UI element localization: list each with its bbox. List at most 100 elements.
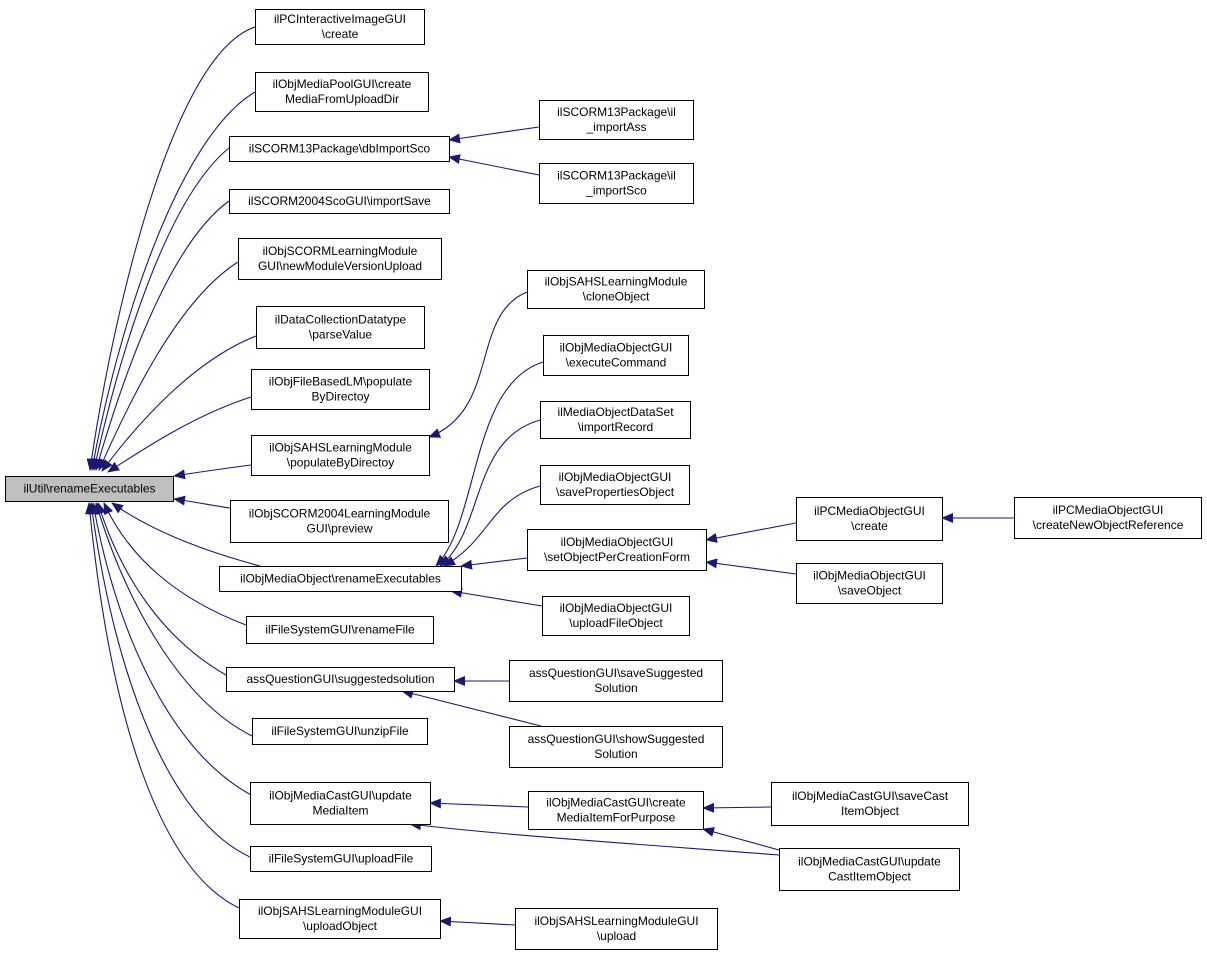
node-box[interactable] <box>539 100 694 140</box>
node-box[interactable] <box>542 596 690 636</box>
node-label-line: \executeCommand <box>566 356 667 370</box>
node-label-line: Solution <box>594 747 637 761</box>
node-label-line: ilObjSCORMLearningModule <box>263 244 418 258</box>
node-box[interactable] <box>251 369 430 410</box>
node-box[interactable] <box>238 238 442 280</box>
edge-arrow <box>87 502 251 858</box>
node-sahsUpload[interactable]: ilObjSAHSLearningModuleGUI\upload <box>515 908 718 950</box>
node-moSaveProps[interactable]: ilObjMediaObjectGUI\savePropertiesObject <box>540 465 690 505</box>
node-assSugg[interactable]: assQuestionGUI\suggestedsolution <box>226 667 455 692</box>
node-label-line: \createNewObjectReference <box>1033 518 1184 532</box>
node-pcInteractive[interactable]: ilPCInteractiveImageGUI\create <box>255 9 425 45</box>
edge-arrow <box>96 502 227 676</box>
node-box[interactable] <box>5 476 174 502</box>
node-box[interactable] <box>230 500 449 543</box>
node-label-line: ilSCORM2004ScoGUI\importSave <box>248 194 431 208</box>
node-box[interactable] <box>219 566 462 592</box>
node-box[interactable] <box>540 465 690 505</box>
edge-mcUpdateMedia-to-root <box>90 502 262 801</box>
edge-arrow <box>88 91 256 471</box>
node-scorm13db[interactable]: ilSCORM13Package\dbImportSco <box>229 136 450 162</box>
node-label-line: ilObjMediaObjectGUI <box>561 535 674 549</box>
node-box[interactable] <box>252 718 428 745</box>
node-box[interactable] <box>255 72 429 112</box>
node-sahsUploadObj[interactable]: ilObjSAHSLearningModuleGUI\uploadObject <box>239 899 441 939</box>
node-moDataSet[interactable]: ilMediaObjectDataSet\importRecord <box>540 401 691 439</box>
node-fsRename[interactable]: ilFileSystemGUI\renameFile <box>246 616 434 644</box>
node-label-line: assQuestionGUI\saveSuggested <box>529 666 703 680</box>
node-box[interactable] <box>796 497 943 541</box>
node-box[interactable] <box>250 782 431 825</box>
node-box[interactable] <box>539 163 694 204</box>
node-moSetPer[interactable]: ilObjMediaObjectGUI\setObjectPerCreation… <box>527 529 707 571</box>
node-label-line: ilPCMediaObjectGUI <box>814 504 925 518</box>
node-moExec[interactable]: ilObjMediaObjectGUI\executeCommand <box>543 335 689 376</box>
node-box[interactable] <box>528 791 704 830</box>
node-scorm2004sco[interactable]: ilSCORM2004ScoGUI\importSave <box>229 189 450 214</box>
node-label-line: ilMediaObjectDataSet <box>557 405 674 419</box>
node-mediaObjRename[interactable]: ilObjMediaObject\renameExecutables <box>219 566 462 592</box>
node-sahsClone[interactable]: ilObjSAHSLearningModule\cloneObject <box>527 270 705 309</box>
node-fileBasedLM[interactable]: ilObjFileBasedLM\populateByDirectoy <box>251 369 430 410</box>
node-box[interactable] <box>255 9 425 45</box>
node-label-line: ilFileSystemGUI\unzipFile <box>271 724 409 738</box>
node-box[interactable] <box>250 846 432 872</box>
node-label-line: ilObjMediaObjectGUI <box>559 470 672 484</box>
node-fsUpload[interactable]: ilFileSystemGUI\uploadFile <box>250 846 432 872</box>
edge-arrow <box>450 587 543 607</box>
node-mediaPool[interactable]: ilObjMediaPoolGUI\createMediaFromUploadD… <box>255 72 429 112</box>
node-moSaveObj[interactable]: ilObjMediaObjectGUI\saveObject <box>796 563 943 604</box>
node-box[interactable] <box>239 899 441 939</box>
node-box[interactable] <box>246 616 434 644</box>
node-scorm13sco[interactable]: ilSCORM13Package\il_importSco <box>539 163 694 204</box>
edge-mcUpdateCast-to-mcUpdateMedia <box>409 820 780 856</box>
node-box[interactable] <box>509 660 723 702</box>
edge-scorm13ass-to-scorm13db <box>448 126 540 144</box>
edge-arrow <box>86 26 256 471</box>
node-box[interactable] <box>251 435 430 476</box>
node-box[interactable] <box>796 563 943 604</box>
node-label-line: GUI\preview <box>306 522 372 536</box>
edge-moSaveProps-to-mediaObjRename <box>443 485 541 567</box>
node-scormLMGui[interactable]: ilObjSCORMLearningModuleGUI\newModuleVer… <box>238 238 442 280</box>
node-label-line: ilPCMediaObjectGUI <box>1053 503 1164 517</box>
edge-dataColl-to-root <box>101 335 257 472</box>
edge-arrow <box>429 798 529 809</box>
node-box[interactable] <box>509 726 723 768</box>
edge-arrow <box>443 485 541 567</box>
edge-arrow <box>103 502 247 626</box>
edge-arrow <box>435 361 544 567</box>
node-box[interactable] <box>543 335 689 376</box>
node-scorm13ass[interactable]: ilSCORM13Package\il_importAss <box>539 100 694 140</box>
node-box[interactable] <box>527 529 707 571</box>
node-moUpload[interactable]: ilObjMediaObjectGUI\uploadFileObject <box>542 596 690 636</box>
node-box[interactable] <box>771 782 969 826</box>
node-label-line: \saveObject <box>838 584 902 598</box>
node-box[interactable] <box>229 136 450 162</box>
node-pcMediaCreate[interactable]: ilPCMediaObjectGUI\create <box>796 497 943 541</box>
node-box[interactable] <box>527 270 705 309</box>
node-box[interactable] <box>1014 497 1202 539</box>
node-box[interactable] <box>229 189 450 214</box>
node-root[interactable]: ilUtil\renameExecutables <box>5 476 174 502</box>
node-box[interactable] <box>515 908 718 950</box>
node-box[interactable] <box>540 401 691 439</box>
node-box[interactable] <box>779 848 960 891</box>
node-label-line: ilFileSystemGUI\uploadFile <box>269 852 414 866</box>
node-label-line: _importAss <box>585 120 646 134</box>
node-label-line: ilObjSAHSLearningModule <box>545 275 688 289</box>
node-dataColl[interactable]: ilDataCollectionDatatype\parseValue <box>256 306 425 349</box>
node-pcMediaNewRef[interactable]: ilPCMediaObjectGUI\createNewObjectRefere… <box>1014 497 1202 539</box>
node-fsUnzip[interactable]: ilFileSystemGUI\unzipFile <box>252 718 428 745</box>
node-box[interactable] <box>256 306 425 349</box>
node-label-line: ilObjMediaCastGUI\update <box>798 855 941 869</box>
node-mcCreateMedia[interactable]: ilObjMediaCastGUI\createMediaItemForPurp… <box>528 791 704 830</box>
node-box[interactable] <box>226 667 455 692</box>
node-sahsPopulate[interactable]: ilObjSAHSLearningModule\populateByDirect… <box>251 435 430 476</box>
